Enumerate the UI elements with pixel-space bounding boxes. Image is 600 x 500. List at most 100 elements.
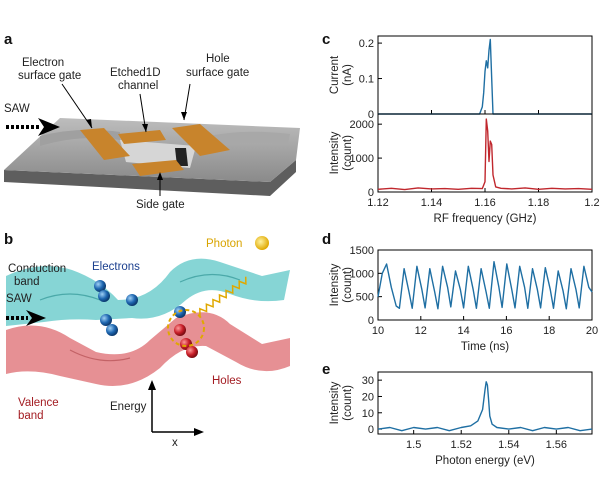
label-conduction-1: Conduction — [8, 263, 66, 275]
label-conduction-2: band — [14, 276, 40, 288]
conduction-band — [6, 258, 290, 326]
chart-d: 0 500 1000 1500 10 12 14 16 18 20 Intensity(count)… — [329, 245, 598, 353]
device-schematic — [4, 83, 300, 196]
y-tick-label: 30 — [362, 375, 374, 387]
band-diagram — [6, 236, 290, 436]
panel-label-e: e — [322, 361, 330, 378]
y-axis-label: Intensity(count) — [329, 381, 354, 424]
y-tick-label: 10 — [362, 408, 374, 420]
series-line — [378, 38, 592, 115]
x-tick-label: 16 — [500, 325, 512, 337]
label-channel-2: channel — [118, 80, 158, 92]
x-axis-label: RF frequency (GHz) — [434, 213, 537, 225]
y-tick-label: 0 — [368, 315, 374, 327]
electron — [126, 294, 138, 306]
plot-frame — [377, 371, 593, 435]
electron — [100, 314, 112, 326]
label-electron-gate-2: surface gate — [18, 70, 81, 82]
side-gate-pad — [132, 160, 184, 176]
channel-gate-top — [118, 130, 166, 144]
label-side-gate: Side gate — [136, 199, 185, 211]
y-tick-label: 0.1 — [359, 74, 374, 86]
y-axis-label-line2: (count) — [342, 135, 354, 171]
y-tick-label: 500 — [356, 292, 374, 304]
series-line — [377, 381, 593, 432]
panel-label-d: d — [322, 231, 331, 248]
y-tick-label: 1000 — [350, 153, 374, 165]
x-tick-label: 1.2 — [584, 197, 599, 209]
y-axis-label-line2: (count) — [342, 385, 354, 421]
y-tick-label: 0 — [368, 187, 374, 199]
label-saw-b: SAW — [6, 293, 32, 305]
panel-label-a: a — [4, 31, 13, 48]
y-axis-label: Intensity(count) — [329, 131, 354, 174]
y-tick-label: 20 — [362, 391, 374, 403]
x-tick-label: 10 — [372, 325, 384, 337]
chart-e: 0 10 20 30 1.5 1.52 1.54 1.56 Intensity(count) Ph… — [329, 371, 593, 467]
x-tick-label: 1.16 — [474, 197, 495, 209]
hole-gate — [172, 124, 230, 156]
x-tick-label: 1.5 — [406, 439, 421, 451]
x-tick-label: 1.14 — [421, 197, 442, 209]
y-tick-label: 1500 — [350, 245, 374, 257]
chart-c-bottom: 0 1000 2000 1.12 1.14 1.16 1.18 1.2 Intensity(co… — [329, 113, 600, 225]
label-hole-gate-1: Hole — [206, 53, 230, 65]
x-tick-label: 18 — [543, 325, 555, 337]
panel-label-c: c — [322, 31, 330, 48]
label-holes: Holes — [212, 375, 242, 387]
electron — [98, 290, 110, 302]
photon-wave — [199, 276, 247, 317]
label-channel-1: Etched1D — [110, 67, 161, 79]
x-tick-label: 1.54 — [498, 439, 519, 451]
x-tick-label: 1.12 — [367, 197, 388, 209]
label-valence-2: band — [18, 410, 44, 422]
hole — [174, 324, 186, 336]
y-axis-label-line1: Intensity — [329, 263, 341, 306]
y-tick-label: 0 — [368, 109, 374, 121]
photon — [255, 236, 269, 250]
y-tick-label: 0 — [368, 424, 374, 436]
x-tick-label: 12 — [415, 325, 427, 337]
electron — [106, 324, 118, 336]
label-photon: Photon — [206, 238, 242, 250]
x-tick-label: 1.52 — [451, 439, 472, 451]
electron-gate — [80, 128, 130, 160]
label-saw-a: SAW — [4, 103, 30, 115]
y-axis-label-line1: Intensity — [329, 131, 341, 174]
panel-label-b: b — [4, 231, 13, 248]
saw-arrow-head — [38, 118, 60, 136]
plot-frame — [377, 249, 593, 321]
y-axis-label-line2: (nA) — [342, 64, 354, 86]
x-tick-label: 20 — [586, 325, 598, 337]
y-axis-label: Current(nA) — [329, 55, 354, 94]
label-energy: Energy — [110, 401, 147, 413]
x-tick-label: 14 — [457, 325, 469, 337]
series-line — [377, 118, 593, 191]
series-line — [377, 261, 593, 310]
slab-side — [4, 160, 296, 196]
y-tick-label: 0.2 — [359, 38, 374, 50]
y-axis-label-line1: Current — [329, 55, 341, 94]
label-electrons: Electrons — [92, 261, 140, 273]
label-valence-1: Valence — [18, 397, 59, 409]
label-hole-gate-2: surface gate — [186, 67, 249, 79]
y-tick-label: 2000 — [350, 119, 374, 131]
y-axis-label-line2: (count) — [342, 267, 354, 303]
valence-band — [6, 312, 290, 386]
x-tick-label: 1.18 — [528, 197, 549, 209]
x-axis-label: Photon energy (eV) — [435, 455, 535, 467]
label-x: x — [172, 437, 178, 449]
x-axis-label: Time (ns) — [461, 341, 509, 353]
electron — [94, 280, 106, 292]
hole — [186, 346, 198, 358]
channel-wall — [175, 148, 188, 166]
y-axis-label: Intensity(count) — [329, 263, 354, 306]
x-tick-label: 1.56 — [546, 439, 567, 451]
y-axis-label-line1: Intensity — [329, 381, 341, 424]
label-electron-gate-1: Electron — [22, 57, 64, 69]
y-tick-label: 1000 — [350, 268, 374, 280]
recombination-ring — [167, 309, 205, 347]
